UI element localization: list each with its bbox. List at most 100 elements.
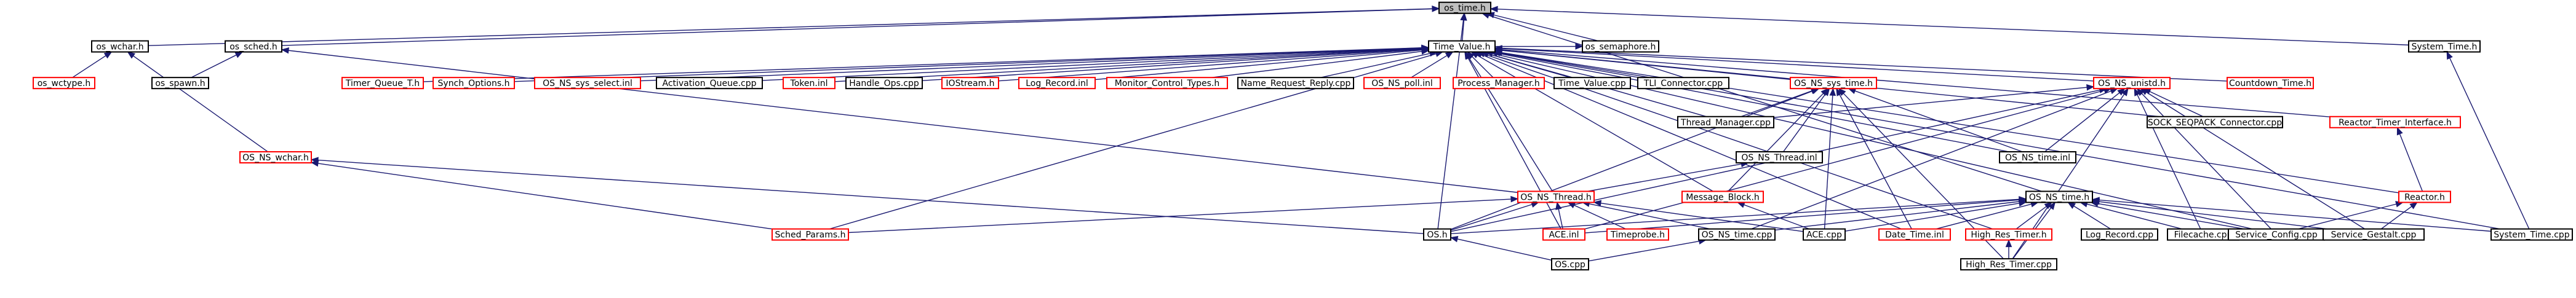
node-thread-manager-cpp[interactable]: Thread_Manager.cpp: [1677, 116, 1774, 128]
node-os-ns-time-cpp[interactable]: OS_NS_time.cpp: [1698, 228, 1776, 241]
node-label: Sched_Params.h: [775, 230, 846, 240]
node-label: TLI_Connector.cpp: [1643, 79, 1723, 88]
node-os-h[interactable]: OS.h: [1423, 228, 1451, 241]
node-os-semaphore-h[interactable]: os_semaphore.h: [1582, 40, 1659, 53]
node-box: [2025, 190, 2093, 203]
node-box: [433, 77, 515, 90]
node-label: Filecache.cpp: [2174, 230, 2233, 240]
node-high-res-timer-h[interactable]: High_Res_Timer.h: [1965, 228, 2052, 241]
node-label: OS_NS_sys_select.inl: [543, 79, 632, 88]
node-box: [1999, 151, 2076, 164]
node-os-ns-time-inl[interactable]: OS_NS_time.inl: [1999, 151, 2076, 164]
node-reactor-h[interactable]: Reactor.h: [2398, 190, 2451, 203]
node-label: os_wctype.h: [38, 79, 91, 88]
node-sock-seqpack-connector-cpp[interactable]: SOCK_SEQPACK_Connector.cpp: [2147, 116, 2283, 128]
node-timeprobe-h[interactable]: Timeprobe.h: [1606, 228, 1669, 241]
node-box: [845, 77, 923, 90]
node-os-ns-thread-h[interactable]: OS_NS_Thread.h: [1517, 190, 1595, 203]
edge-ACE_cpp-to-OS_NS_sys_time_h: [1824, 87, 1836, 229]
node-system-time-cpp[interactable]: System_Time.cpp: [2490, 228, 2573, 241]
node-countdown-time-h[interactable]: Countdown_Time.h: [2227, 77, 2314, 90]
node-box: [341, 77, 424, 90]
edge-High_Res_Timer_cpp-to-High_Res_Timer_h: [2005, 239, 2012, 259]
node-label: Monitor_Control_Types.h: [1115, 79, 1220, 88]
node-box: [656, 77, 763, 90]
node-label: Reactor_Timer_Interface.h: [2339, 118, 2452, 128]
node-service-gestalt-cpp[interactable]: Service_Gestalt.cpp: [2323, 228, 2425, 241]
edge-Time_Value_h-to-os_semaphore_h: [1495, 43, 1584, 50]
node-filecache-cpp[interactable]: Filecache.cpp: [2167, 228, 2239, 241]
node-label: OS.h: [1427, 230, 1447, 240]
node-label: Synch_Options.h: [438, 79, 510, 88]
node-os-sched-h[interactable]: os_sched.h: [225, 40, 282, 53]
node-time-value-cpp[interactable]: Time_Value.cpp: [1553, 77, 1631, 90]
node-label: OS_NS_time.h: [2029, 192, 2089, 202]
node-synch-options-h[interactable]: Synch_Options.h: [433, 77, 515, 90]
node-label: os_spawn.h: [155, 79, 205, 88]
node-reactor-timer-interface-h[interactable]: Reactor_Timer_Interface.h: [2329, 116, 2461, 128]
edge-Log_Record_cpp-to-OS_NS_time_h: [2067, 202, 2111, 230]
edge-OS_NS_sys_select_inl-to-Time_Value_h: [640, 45, 1430, 82]
node-box: [1553, 77, 1631, 90]
node-system-time-h[interactable]: System_Time.h: [2408, 40, 2481, 53]
node-log-record-cpp[interactable]: Log_Record.cpp: [2081, 228, 2158, 241]
node-os-ns-poll-inl[interactable]: OS_NS_poll.inl: [1363, 77, 1441, 90]
edge-Service_Config_cpp-to-OS_NS_time_h: [2090, 200, 2245, 230]
node-tli-connector-cpp[interactable]: TLI_Connector.cpp: [1637, 77, 1729, 90]
edge-Timeprobe_h-to-OS_NS_Thread_h: [1567, 202, 1626, 230]
node-box: [91, 40, 149, 53]
node-os-ns-time-h[interactable]: OS_NS_time.h: [2025, 190, 2093, 203]
node-box: [2323, 228, 2425, 241]
node-ace-inl[interactable]: ACE.inl: [1542, 228, 1585, 241]
edge-OS_NS_time_inl-to-OS_NS_unistd_h: [2044, 88, 2126, 152]
node-timer-queue-t-h[interactable]: Timer_Queue_T.h: [341, 77, 424, 90]
node-box: [225, 40, 282, 53]
edge-OS_NS_Thread_h-to-os_sched_h: [281, 47, 1518, 193]
node-iostream-h[interactable]: IOStream.h: [941, 77, 999, 90]
node-service-config-cpp[interactable]: Service_Config.cpp: [2228, 228, 2325, 241]
node-label: OS.cpp: [1555, 260, 1585, 270]
node-box: [1428, 40, 1496, 53]
node-box: [239, 151, 312, 164]
node-label: Countdown_Time.h: [2229, 79, 2311, 88]
node-os-ns-wchar-h[interactable]: OS_NS_wchar.h: [239, 151, 312, 164]
node-os-ns-unistd-h[interactable]: OS_NS_unistd.h: [2093, 77, 2171, 90]
node-label: Log_Record.inl: [1026, 79, 1088, 88]
node-token-inl[interactable]: Token.inl: [783, 77, 835, 90]
node-box: [1438, 1, 1491, 14]
node-handle-ops-cpp[interactable]: Handle_Ops.cpp: [845, 77, 923, 90]
node-process-manager-h[interactable]: Process_Manager.h: [1453, 77, 1545, 90]
node-monitor-control-types-h[interactable]: Monitor_Control_Types.h: [1106, 77, 1228, 90]
node-label: OS_NS_time.cpp: [1702, 230, 1772, 240]
node-box: [1582, 40, 1659, 53]
edge-os_sched_h-to-os_time_h: [281, 6, 1440, 46]
node-sched-params-h[interactable]: Sched_Params.h: [772, 228, 849, 241]
node-box: [1363, 77, 1441, 90]
edge-os_spawn_h-to-os_sched_h: [191, 51, 244, 78]
node-os-wchar-h[interactable]: os_wchar.h: [91, 40, 149, 53]
node-time-value-h[interactable]: Time_Value.h: [1428, 40, 1496, 53]
node-os-wctype-h[interactable]: os_wctype.h: [33, 77, 95, 90]
node-message-block-h[interactable]: Message_Block.h: [1681, 190, 1764, 203]
node-date-time-inl[interactable]: Date_Time.inl: [1878, 228, 1951, 241]
node-activation-queue-cpp[interactable]: Activation_Queue.cpp: [656, 77, 763, 90]
node-name-request-reply-cpp[interactable]: Name_Request_Reply.cpp: [1237, 77, 1354, 90]
node-high-res-timer-cpp[interactable]: High_Res_Timer.cpp: [1960, 258, 2057, 271]
node-os-cpp[interactable]: OS.cpp: [1551, 258, 1589, 271]
node-os-ns-thread-inl[interactable]: OS_NS_Thread.inl: [1736, 151, 1823, 164]
node-ace-cpp[interactable]: ACE.cpp: [1803, 228, 1846, 241]
node-os-spawn-h[interactable]: os_spawn.h: [151, 77, 209, 90]
edge-Name_Request_Reply_cpp-to-Time_Value_h: [1320, 50, 1438, 78]
node-label: os_wchar.h: [96, 42, 143, 52]
dependency-edges: [72, 6, 2530, 262]
edge-ACE_cpp-to-OS_NS_Thread_h: [1593, 200, 1804, 232]
node-box: [1517, 190, 1595, 203]
node-log-record-inl[interactable]: Log_Record.inl: [1018, 77, 1096, 90]
node-os-ns-sys-time-h[interactable]: OS_NS_sys_time.h: [1790, 77, 1877, 90]
edge-Log_Record_inl-to-Time_Value_h: [1095, 47, 1430, 80]
node-os-ns-sys-select-inl[interactable]: OS_NS_sys_select.inl: [534, 77, 641, 90]
node-box: [1965, 228, 2052, 241]
node-label: Activation_Queue.cpp: [662, 79, 756, 88]
